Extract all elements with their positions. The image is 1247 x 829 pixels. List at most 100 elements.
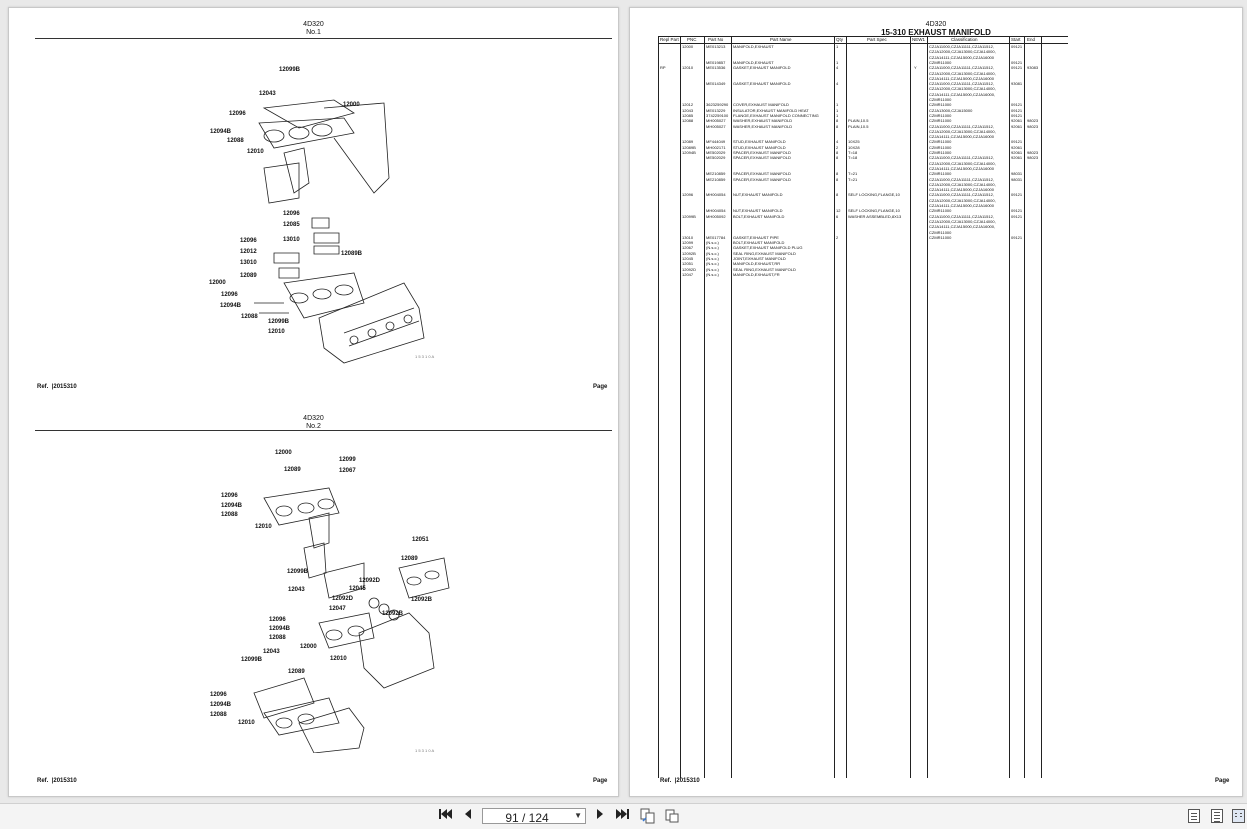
- cell-class: CZJA12000,CZJA13000,CZJA14000,: [929, 128, 996, 134]
- table-row: 12092D(N.s.c.)SEAL RING,EXHAUST MANIFOLD: [658, 267, 1068, 273]
- callout-b-12096: 12096: [283, 211, 300, 217]
- cell-pnc: 12085: [682, 112, 694, 118]
- rotate-view-icon[interactable]: [663, 808, 681, 824]
- cell-partname: STUD,EXHAUST MANIFOLD: [733, 144, 786, 150]
- page-number-select[interactable]: ▼: [482, 808, 586, 825]
- page-number-input[interactable]: [487, 811, 567, 825]
- cell-start: 92061: [1011, 123, 1023, 129]
- cell-start: 92061: [1011, 155, 1023, 161]
- two-page-view-icon[interactable]: [639, 808, 657, 824]
- no2-ref: Ref. |2015310: [37, 778, 77, 784]
- cell-pnc: 12043: [682, 107, 694, 113]
- callout-b-13010: 13010: [283, 237, 300, 243]
- no1-number: No.1: [306, 29, 321, 36]
- single-page-mode-icon[interactable]: [1188, 809, 1200, 823]
- cell-partname: GASKET,EXHAUST MANIFOLD: [733, 81, 791, 87]
- callout2-12089-3: 12089: [288, 669, 305, 675]
- table-row: CZJA12000,CZJA13000,CZJA14000,: [658, 86, 1068, 92]
- col-start: Start: [1011, 37, 1021, 42]
- table-row: CZJA14111,CZJA15000,CZJA16000: [658, 166, 1068, 172]
- callout2-12092b: 12092B: [411, 597, 433, 603]
- table-row: CZJA14111,CZJA15000,CZJA16000,: [658, 224, 1068, 230]
- table-row: CZJA14111,CZJA15000,CZJA16000: [658, 203, 1068, 209]
- cell-partno: MH004054: [706, 208, 726, 214]
- cell-spec: T=21: [848, 176, 858, 182]
- cell-class: CZMR11000: [929, 102, 952, 108]
- no2-exploded-drawing: [253, 487, 450, 753]
- next-page-icon[interactable]: [593, 808, 607, 824]
- callout2-12099b-2: 12099B: [241, 657, 263, 663]
- cell-spec: SELF LOCKING,FLANGE,10: [848, 208, 900, 214]
- prev-page-icon[interactable]: [461, 808, 475, 824]
- table-row: 12047(N.s.c.)MANIFOLD,EXHAUST,FR: [658, 272, 1068, 278]
- first-page-icon[interactable]: [437, 808, 453, 824]
- right-page-model: 4D320: [925, 21, 947, 28]
- cell-partno: MH005092: [706, 213, 726, 219]
- cell-partname: SPACER,EXHAUST MANIFOLD: [733, 150, 791, 155]
- document-viewer[interactable]: 4D320 No.1: [0, 0, 1247, 803]
- cell-start: 09121: [1011, 107, 1023, 113]
- cell-qty: 1: [836, 112, 839, 118]
- cell-spec: WASHER ASSEMBLED,8X13: [848, 213, 902, 219]
- cell-partname: WASHER,EXHAUST MANIFOLD: [733, 118, 793, 124]
- facing-mode-icon[interactable]: [1232, 809, 1245, 823]
- continuous-mode-icon[interactable]: [1211, 809, 1223, 823]
- table-row: CZJA12000,CZJA13000,CZJA14000,: [658, 219, 1068, 225]
- cell-class: CZJA11000,CZJA11111,CZJA11512,: [929, 192, 994, 198]
- callout2-12094b-2: 12094B: [269, 626, 291, 632]
- cell-pnc: 12000: [682, 44, 694, 49]
- cell-partname: SPACER,EXHAUST MANIFOLD: [733, 176, 791, 182]
- dropdown-arrow-icon[interactable]: ▼: [574, 811, 582, 820]
- cell-qty: 4: [836, 81, 839, 87]
- cell-partname: STUD,EXHAUST MANIFOLD: [733, 139, 786, 145]
- cell-class: CZJA12000,CZJA13000,CZJA14000,: [929, 49, 996, 55]
- callout-12096: 12096: [229, 111, 246, 117]
- cell-qty: 8: [836, 176, 839, 182]
- cell-pnc: 13010: [682, 234, 694, 240]
- col-repl-part: Repl Part: [660, 37, 679, 42]
- callout-b-12000: 12000: [209, 280, 226, 286]
- cell-end: 98023: [1027, 123, 1039, 129]
- callout2-12045: 12045: [349, 586, 366, 592]
- table-row: CZJA12000,CZJA13000,CZJA14000,: [658, 161, 1068, 167]
- col-part-no: Part No: [708, 37, 724, 42]
- callout2-12043: 12043: [288, 587, 305, 593]
- cell-partname: GASKET,EXHAUST PIPE: [733, 234, 779, 240]
- cell-class: CZMR11000: [929, 229, 952, 235]
- callout2-12088-3: 12088: [210, 712, 227, 718]
- cell-class: CZJA14111,CZJA15000,CZJA16000: [929, 203, 994, 208]
- cell-qty: 12: [836, 208, 841, 214]
- cell-partno: ME502029: [706, 155, 726, 161]
- cell-class: CZJA14111,CZJA15000,CZJA16000: [929, 75, 994, 81]
- cell-class: CZJA12000,CZJA13000,CZJA14000,: [929, 181, 996, 187]
- cell-start: 09121: [1011, 234, 1023, 240]
- table-row: CZJA12000,CZJA13000,CZJA14000,: [658, 182, 1068, 188]
- cell-qty: 1: [836, 59, 839, 65]
- cell-class: CZMR11000: [929, 97, 952, 102]
- table-row: CZMR11000: [658, 97, 1068, 103]
- no1-ref-label: Ref.: [37, 384, 49, 390]
- cell-start: 09121: [1011, 59, 1023, 65]
- no1-rule: [35, 38, 612, 39]
- cell-start: 92061: [1011, 118, 1023, 124]
- callout2-12096-3: 12096: [210, 692, 227, 698]
- last-page-icon[interactable]: [615, 808, 631, 824]
- cell-partname: MANIFOLD,EXHAUST,FR: [733, 271, 780, 277]
- cell-new1: Y: [914, 65, 917, 71]
- no1-ref: Ref. |2015310: [37, 384, 77, 390]
- cell-spec: 10X25: [848, 139, 860, 145]
- callout-12010: 12010: [247, 149, 264, 155]
- cell-partno: (N.s.c.): [706, 240, 719, 246]
- table-row: CZJA14111,CZJA15000,CZJA16000: [658, 134, 1068, 140]
- cell-class: CZMR11000: [929, 112, 952, 118]
- cell-start: 09121: [1011, 192, 1023, 198]
- cell-partno: (N.s.c.): [706, 245, 719, 251]
- cell-class: CZJA14111,CZJA15000,CZJA16000: [929, 54, 994, 60]
- cell-class: CZJA12000,CZJA13000,CZJA14000,: [929, 70, 996, 76]
- cell-end: 98023: [1027, 155, 1039, 161]
- callout-b-12096-2: 12096: [240, 238, 257, 244]
